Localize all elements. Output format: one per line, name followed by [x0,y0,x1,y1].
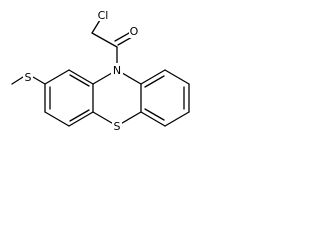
bond-s-methyl [11,76,24,85]
atom-label-oxygen: O [130,25,139,38]
bond-left-ring-2 [44,69,70,85]
atom-label-chlorine: Cl [98,9,109,22]
atom-label-thioether-sulfur: S [25,71,32,84]
bond-left-ring-5 [68,111,94,127]
bond-left-ring-inner-3 [69,109,90,122]
bond-left-ring-4 [44,111,70,127]
bond-left-ring-1 [68,69,94,85]
bond-right-ring-1 [140,69,166,85]
bond-right-ring-inner-3 [144,108,165,121]
bond-cl-ch2 [91,19,101,34]
bond-carbonyl-o-1 [117,36,133,46]
bond-right-ring-2 [164,69,190,85]
bond-ch2-carbonyl [91,32,118,48]
bond-left-ring-inner-1 [69,74,90,87]
bond-right-ring-inner-1 [144,75,165,88]
atom-label-ring-nitrogen: N [113,64,121,77]
bond-right-ring-4 [164,111,190,127]
bond-ring-s-methyl [32,76,46,85]
molecule-structure: Cl O N S S [11,8,190,133]
atom-label-ring-sulfur: S [114,120,121,133]
bond-carbonyl-o-2 [114,32,130,42]
bond-right-ring-5 [140,111,166,127]
